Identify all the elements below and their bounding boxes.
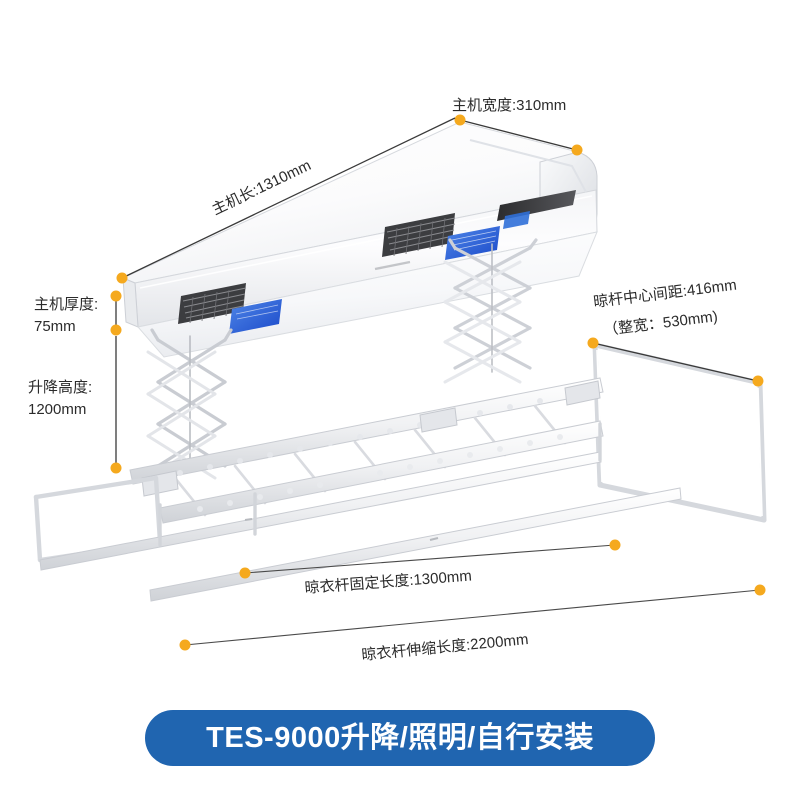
main-unit-body	[121, 121, 598, 358]
annotation-host-width: 主机宽度:310mm	[452, 97, 583, 156]
rack-rail-back	[129, 377, 604, 485]
product-model-badge: TES-9000升降/照明/自行安装	[145, 710, 655, 766]
main-unit-top-ridge	[469, 139, 587, 193]
annotation-rod-extended-length: 晾衣杆伸缩长度:2200mm	[179, 584, 766, 664]
measure-dot	[179, 639, 191, 651]
measure-dot	[752, 375, 764, 387]
measure-dot	[110, 462, 122, 474]
led-indicator-small	[503, 211, 530, 229]
drying-rack-assembly	[33, 342, 767, 602]
lift-height-label-line2: 1200mm	[28, 401, 86, 418]
rod-extended-length-label: 晾衣杆伸缩长度:2200mm	[361, 631, 529, 664]
extension-rod-upper	[39, 451, 602, 571]
vent-grille-left	[178, 283, 247, 324]
measure-dot	[239, 567, 251, 579]
rod-fixed-length-label: 晾衣杆固定长度:1300mm	[304, 567, 472, 597]
measure-dot	[754, 584, 766, 596]
rod-hangers	[158, 422, 602, 547]
scissor-lift-right-front	[443, 260, 522, 384]
measure-dot	[110, 290, 122, 302]
host-thickness-label-line2: 75mm	[34, 318, 76, 335]
measure-dot	[116, 272, 128, 284]
rod-center-distance-line1: 晾杆中心间距:416mm	[592, 277, 737, 311]
brand-mark	[374, 260, 411, 271]
measure-dot	[609, 539, 621, 551]
scissor-lift-right	[448, 238, 538, 373]
host-width-label: 主机宽度:310mm	[452, 97, 566, 114]
rack-rail-front	[159, 420, 604, 524]
annotation-left-vertical: 主机厚度: 75mm 升降高度: 1200mm	[28, 290, 122, 474]
vent-grille-large	[497, 190, 576, 221]
measure-dot	[587, 337, 599, 349]
host-thickness-label-line1: 主机厚度:	[34, 296, 98, 313]
measure-dot	[110, 324, 122, 336]
led-panel-left	[229, 299, 282, 334]
lift-height-label-line1: 升降高度:	[28, 379, 92, 396]
measure-dot	[571, 144, 583, 156]
rod-center-distance-line2: （整宽：530mm)	[602, 308, 718, 339]
extension-rod-lower	[149, 487, 682, 602]
measure-dot	[454, 114, 466, 126]
product-model-label: TES-9000升降/照明/自行安装	[206, 721, 594, 754]
vent-grille-right	[382, 213, 456, 257]
annotation-rod-center-distance: 晾杆中心间距:416mm （整宽：530mm)	[587, 277, 764, 387]
